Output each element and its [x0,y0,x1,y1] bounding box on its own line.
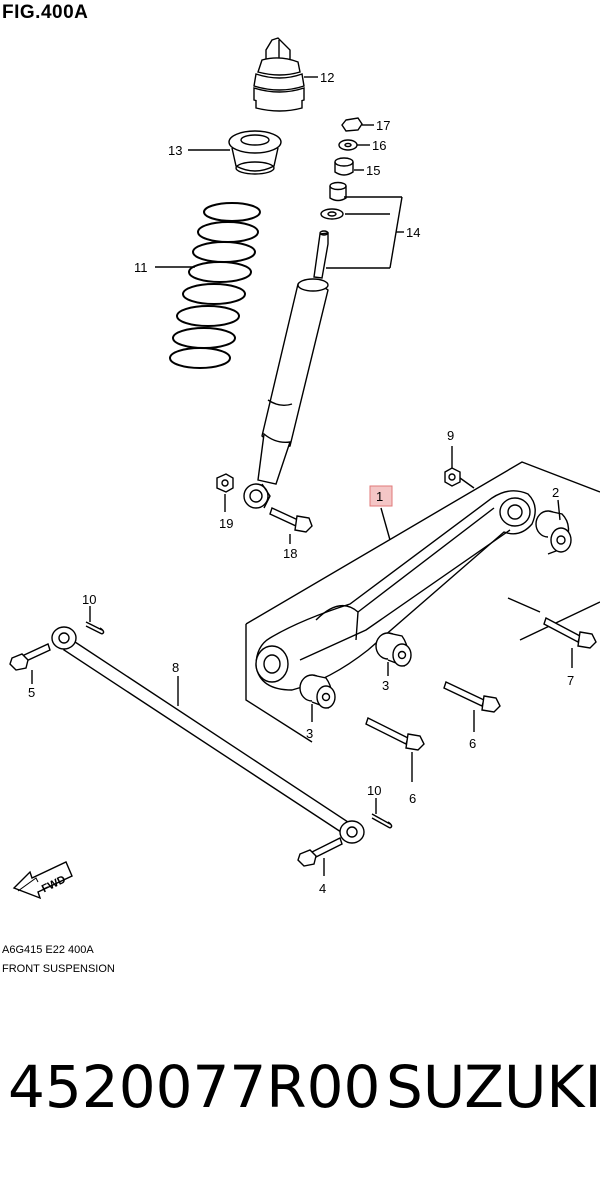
assembly-box-1 [245,461,600,743]
callout-18: 18 [283,546,297,561]
callout-1-highlight [369,485,393,507]
callout-9: 9 [447,428,454,443]
part-10-cotter-pin-upper[interactable] [85,621,105,635]
callout-17: 17 [376,118,390,133]
brand-name: SUZUKI [386,1053,600,1121]
callout-10-upper: 10 [82,592,96,607]
callout-16: 16 [372,138,386,153]
figure-title: FIG.400A [2,2,89,23]
callout-12: 12 [320,70,334,85]
part-15-bushing[interactable] [334,157,354,176]
part-number: 4520077R00 [8,1053,381,1121]
part-7-bolt[interactable] [543,616,597,649]
part-10-cotter-pin-lower[interactable] [371,813,393,829]
part-19-nut[interactable] [216,473,234,493]
exploded-parts-diagram: 12 13 11 17 16 15 [9,37,600,900]
callout-2: 2 [552,485,559,500]
callout-8: 8 [172,660,179,675]
callout-11: 11 [134,260,148,275]
fwd-arrow-icon: FWD [12,861,73,900]
callout-4: 4 [319,881,326,896]
part-14-shock-absorber[interactable] [243,181,347,509]
part-12-bump-stopper[interactable] [253,37,305,112]
callout-19: 19 [219,516,233,531]
callout-6-lower: 6 [409,791,416,806]
callout-7: 7 [567,673,574,688]
callout-1: 1 [376,489,383,504]
callout-10-lower: 10 [367,783,381,798]
part-16-washer[interactable] [338,139,358,151]
part-11-coil-spring[interactable] [169,202,261,369]
part-3-bushing-lower[interactable] [299,674,336,709]
figure-code: A6G415 E22 400A [2,944,94,956]
part-13-spring-seat[interactable] [228,130,282,175]
callout-6-upper: 6 [469,736,476,751]
part-9-nut[interactable] [444,467,461,487]
part-6-bolt-lower[interactable] [365,717,425,751]
callout-13: 13 [168,143,182,158]
part-8-lateral-rod[interactable] [51,626,365,844]
callout-3-upper: 3 [382,678,389,693]
part-4-bolt[interactable] [297,837,343,867]
callout-15: 15 [366,163,380,178]
part-1-suspension-arm[interactable] [255,490,536,691]
part-2-bushing[interactable] [535,510,572,555]
part-3-bushing-upper[interactable] [375,632,412,667]
part-18-bolt[interactable] [269,507,313,533]
callout-5: 5 [28,685,35,700]
part-6-bolt-upper[interactable] [443,681,501,713]
callout-14: 14 [406,225,420,240]
part-5-bolt[interactable] [9,643,51,671]
part-17-nut[interactable] [341,117,363,132]
figure-caption: FRONT SUSPENSION [2,963,115,975]
callout-3-lower: 3 [306,726,313,741]
